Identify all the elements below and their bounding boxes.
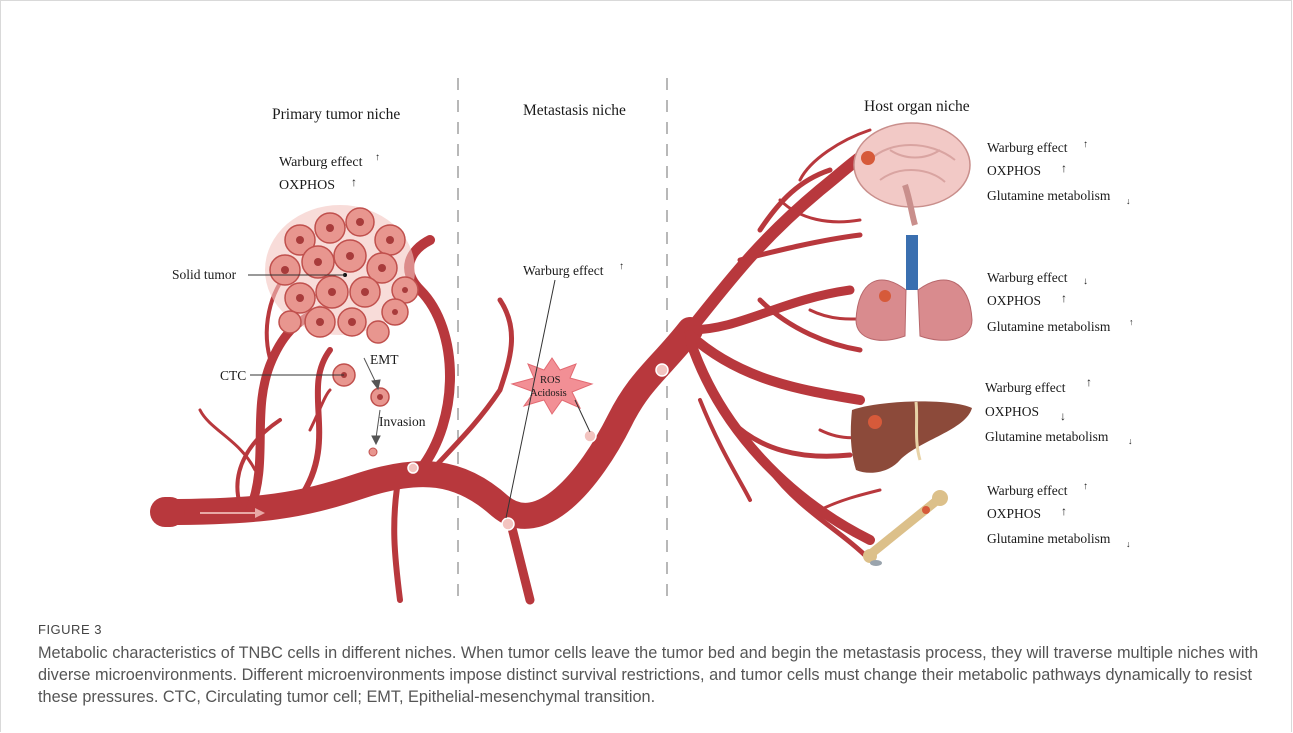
primary-oxphos-label: OXPHOS bbox=[279, 178, 335, 193]
lung-warburg-label: Warburg effect bbox=[987, 270, 1068, 285]
solid-tumor-mass bbox=[265, 205, 418, 343]
host-niche-title: Host organ niche bbox=[864, 98, 970, 115]
lung-warburg-arrow: ↓ bbox=[1083, 276, 1088, 287]
invasion-label: Invasion bbox=[379, 414, 426, 429]
bone-glutamine-label: Glutamine metabolism bbox=[987, 531, 1111, 546]
liver-oxphos-label: OXPHOS bbox=[985, 404, 1039, 419]
ctc-label: CTC bbox=[220, 368, 246, 383]
bone-warburg-arrow: ↑ bbox=[1083, 481, 1088, 492]
invading-cell bbox=[369, 448, 377, 456]
bone-warburg-label: Warburg effect bbox=[987, 483, 1068, 498]
lung-glutamine-label: Glutamine metabolism bbox=[987, 319, 1111, 334]
metastasis-niche-title: Metastasis niche bbox=[523, 102, 626, 119]
blood-vessel bbox=[165, 130, 880, 600]
brain-warburg-label: Warburg effect bbox=[987, 140, 1068, 155]
brain-glutamine-label: Glutamine metabolism bbox=[987, 188, 1111, 203]
bone-oxphos-arrow: ↑ bbox=[1061, 504, 1067, 518]
lung-oxphos-arrow: ↑ bbox=[1061, 291, 1067, 305]
primary-niche-title: Primary tumor niche bbox=[272, 106, 400, 123]
liver-oxphos-arrow: ↓ bbox=[1060, 409, 1066, 423]
liver-warburg-label: Warburg effect bbox=[985, 380, 1066, 395]
emt-cell bbox=[371, 388, 389, 406]
emt-label: EMT bbox=[370, 352, 399, 367]
brain-warburg-arrow: ↑ bbox=[1083, 139, 1088, 150]
primary-warburg-label: Warburg effect bbox=[279, 155, 363, 170]
metastasis-warburg-label: Warburg effect bbox=[523, 263, 604, 278]
figure-label: FIGURE 3 bbox=[38, 622, 102, 637]
brain-organ bbox=[854, 123, 970, 225]
ros-leader-2 bbox=[575, 400, 590, 432]
brain-glutamine-arrow: ↓ bbox=[1126, 196, 1131, 206]
primary-oxphos-arrow: ↑ bbox=[351, 175, 357, 189]
solid-tumor-label: Solid tumor bbox=[172, 267, 237, 282]
liver-glutamine-label: Glutamine metabolism bbox=[985, 429, 1109, 444]
bone-oxphos-label: OXPHOS bbox=[987, 506, 1041, 521]
bone-glutamine-arrow: ↓ bbox=[1126, 539, 1131, 549]
ros-acidosis-burst bbox=[512, 358, 592, 414]
liver-organ bbox=[851, 401, 972, 472]
lung-glutamine-arrow: ↑ bbox=[1129, 317, 1134, 327]
figure-diagram: Primary tumor niche Metastasis niche Hos… bbox=[0, 0, 1293, 610]
bone-organ bbox=[863, 490, 948, 566]
acidosis-label: Acidosis bbox=[530, 388, 567, 399]
primary-warburg-arrow: ↑ bbox=[375, 152, 380, 163]
brain-oxphos-label: OXPHOS bbox=[987, 163, 1041, 178]
lung-oxphos-label: OXPHOS bbox=[987, 293, 1041, 308]
brain-oxphos-arrow: ↑ bbox=[1061, 161, 1067, 175]
lung-organ bbox=[856, 235, 972, 340]
liver-glutamine-arrow: ↓ bbox=[1128, 436, 1133, 446]
liver-warburg-arrow: ↑ bbox=[1086, 375, 1092, 389]
figure-caption: Metabolic characteristics of TNBC cells … bbox=[38, 642, 1268, 708]
ros-label: ROS bbox=[540, 375, 561, 386]
metastasis-warburg-arrow: ↑ bbox=[619, 261, 624, 272]
